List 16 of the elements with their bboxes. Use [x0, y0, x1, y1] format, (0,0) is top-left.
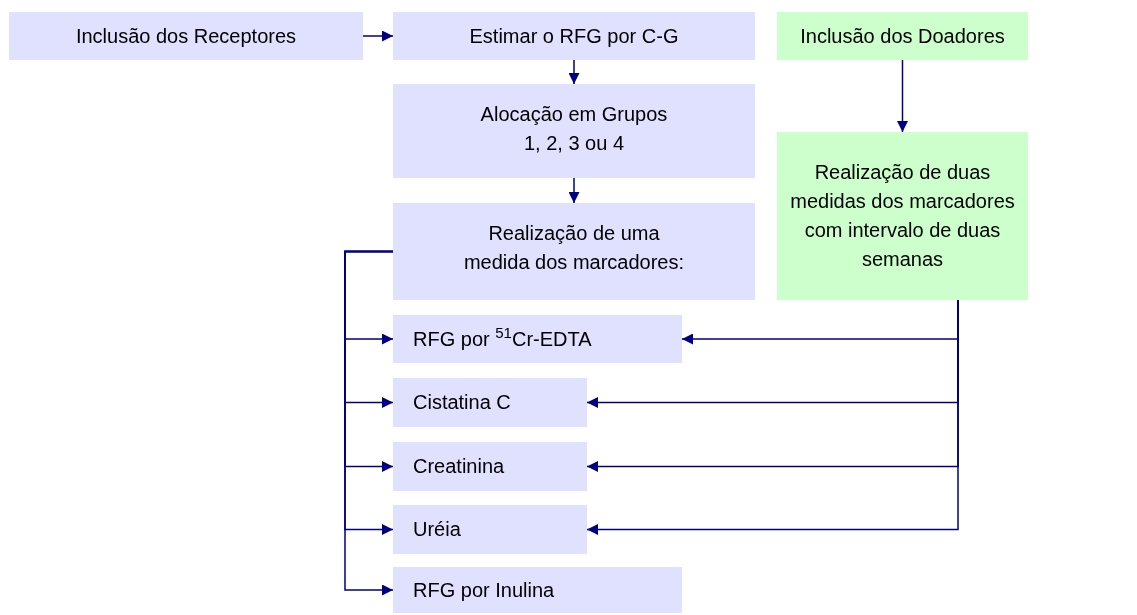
process-box: Estimar o RFG por C-G: [393, 12, 755, 60]
process-box: Alocação em Grupos 1, 2, 3 ou 4: [393, 84, 755, 178]
process-box: Uréia: [393, 505, 587, 554]
process-box: Inclusão dos Receptores: [9, 12, 363, 60]
process-box: Realização de duas medidas dos marcadores com intervalo de duas semanas: [777, 132, 1028, 300]
arrow: [362, 30, 394, 42]
arrow: [897, 59, 908, 133]
process-box: RFG por Inulina: [393, 567, 682, 613]
process-box: RFG por $^{51}$Cr-EDTA: [393, 315, 682, 363]
process-box: Realização de uma medida dos marcadores:: [393, 203, 755, 300]
arrow: [568, 177, 580, 204]
process-box: Cistatina C: [393, 378, 587, 427]
arrow: [568, 59, 580, 85]
process-box: Creatinina: [393, 442, 587, 491]
process-box: Inclusão dos Doadores: [777, 12, 1028, 60]
arrow: [344, 250, 394, 596]
